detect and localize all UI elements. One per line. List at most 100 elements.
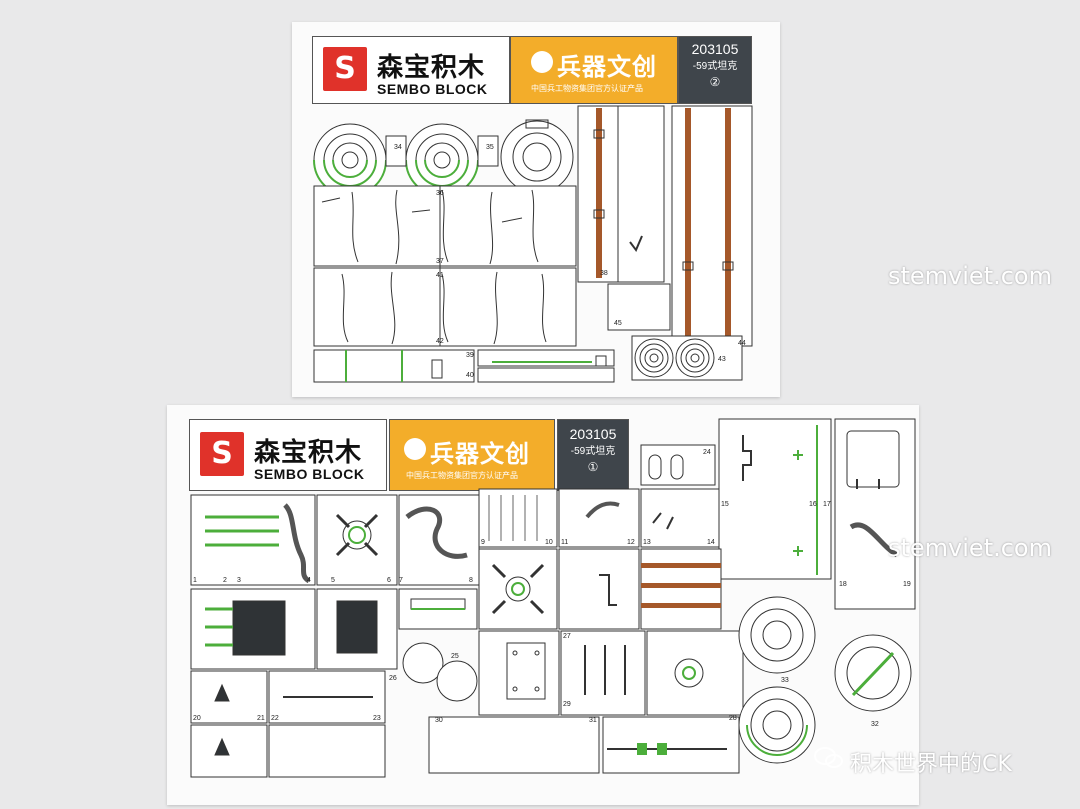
part-number-18: 18 bbox=[839, 581, 847, 588]
part-number-11: 11 bbox=[561, 539, 569, 546]
sheet-2-stickers bbox=[313, 105, 753, 383]
brand-logo-box: S 森宝积木 SEMBO BLOCK bbox=[312, 36, 510, 104]
set-model: -59式坦克 bbox=[570, 446, 616, 457]
part-number-6: 6 bbox=[387, 577, 391, 584]
sticker-hatch bbox=[500, 119, 574, 194]
sticker-33 bbox=[738, 596, 816, 764]
series-banner: 兵器文创 中国兵工物资集团官方认证产品 bbox=[510, 36, 678, 104]
part-number-37: 37 bbox=[436, 258, 444, 265]
brand-name-cn: 森宝积木 bbox=[254, 437, 363, 467]
part-number-8: 8 bbox=[469, 577, 473, 584]
watermark-site-top: stemviet.com bbox=[888, 262, 1052, 290]
part-number-20: 20 bbox=[193, 715, 201, 722]
part-number-31: 31 bbox=[589, 717, 597, 724]
sticker-43 bbox=[631, 335, 743, 381]
part-number-3: 3 bbox=[237, 577, 241, 584]
part-number-35: 35 bbox=[486, 144, 494, 151]
part-number-14: 14 bbox=[707, 539, 715, 546]
part-number-32: 32 bbox=[871, 721, 879, 728]
part-number-34: 34 bbox=[394, 144, 402, 151]
part-number-27: 27 bbox=[563, 633, 571, 640]
watermark-credit: 积木世界中的CK bbox=[850, 752, 1012, 777]
sembo-logo-icon: S bbox=[200, 432, 244, 476]
series-banner: 兵器文创 中国兵工物资集团官方认证产品 bbox=[389, 419, 555, 491]
sticker-11-12 bbox=[558, 488, 640, 548]
wechat-icon bbox=[814, 747, 843, 768]
sheet-number: ① bbox=[587, 460, 599, 474]
sticker-sheet-1: S 森宝积木 SEMBO BLOCK 兵器文创 中国兵工物资集团官方认证产品 2… bbox=[167, 405, 919, 805]
part-number-4: 4 bbox=[307, 577, 311, 584]
sticker-25 bbox=[398, 588, 478, 702]
part-number-2: 2 bbox=[223, 577, 227, 584]
sticker-26 bbox=[316, 588, 398, 670]
part-number-36: 36 bbox=[436, 190, 444, 197]
series-title: 兵器文创 bbox=[430, 441, 530, 468]
sticker-34 bbox=[313, 123, 387, 197]
sticker-9-10 bbox=[478, 488, 558, 548]
series-subtitle: 中国兵工物资集团官方认证产品 bbox=[406, 471, 518, 480]
brand-name-cn: 森宝积木 bbox=[377, 52, 486, 82]
set-code: 203105 bbox=[569, 426, 617, 442]
part-number-30: 30 bbox=[435, 717, 443, 724]
part-number-5: 5 bbox=[331, 577, 335, 584]
sticker-38 bbox=[577, 105, 665, 283]
sticker-1-4 bbox=[190, 494, 316, 586]
part-number-9: 9 bbox=[481, 539, 485, 546]
set-model: -59式坦克 bbox=[692, 61, 738, 72]
sticker-41 bbox=[313, 267, 577, 347]
part-number-43: 43 bbox=[718, 356, 726, 363]
part-number-1: 1 bbox=[193, 577, 197, 584]
sticker-30-31 bbox=[428, 716, 740, 774]
set-code-box: 203105 -59式坦克 ② bbox=[678, 36, 752, 104]
part-number-25: 25 bbox=[451, 653, 459, 660]
part-number-44: 44 bbox=[738, 340, 746, 347]
sticker-5-6 bbox=[316, 494, 398, 586]
sticker-36 bbox=[313, 185, 577, 267]
part-number-42: 42 bbox=[436, 338, 444, 345]
part-number-28: 28 bbox=[729, 715, 737, 722]
sheet-number: ② bbox=[709, 75, 721, 89]
part-number-22: 22 bbox=[271, 715, 279, 722]
watermark-site-bottom: stemviet.com bbox=[888, 534, 1052, 562]
sheet-1-stickers bbox=[190, 418, 916, 778]
part-number-17: 17 bbox=[823, 501, 831, 508]
sticker-45 bbox=[607, 283, 671, 331]
part-number-13: 13 bbox=[643, 539, 651, 546]
brand-logo-box: S 森宝积木 SEMBO BLOCK bbox=[189, 419, 387, 491]
part-number-15: 15 bbox=[721, 501, 729, 508]
part-number-19: 19 bbox=[903, 581, 911, 588]
sticker-20-22 bbox=[190, 588, 316, 670]
sticker-strap-row bbox=[640, 548, 722, 630]
part-number-23: 23 bbox=[373, 715, 381, 722]
part-number-7: 7 bbox=[399, 577, 403, 584]
part-number-21: 21 bbox=[257, 715, 265, 722]
sticker-sheet-2: S 森宝积木 SEMBO BLOCK 兵器文创 中国兵工物资集团官方认证产品 2… bbox=[292, 22, 780, 397]
part-number-39: 39 bbox=[466, 352, 474, 359]
sticker-10-center bbox=[558, 548, 640, 630]
sticker-28-29 bbox=[560, 630, 744, 716]
part-number-26: 26 bbox=[389, 675, 397, 682]
part-number-33: 33 bbox=[781, 677, 789, 684]
sticker-20-21 bbox=[190, 670, 268, 778]
sticker-13-14 bbox=[640, 488, 720, 548]
sticker-27 bbox=[478, 630, 560, 716]
part-number-41: 41 bbox=[436, 272, 444, 279]
sticker-7-8 bbox=[398, 494, 480, 586]
series-title: 兵器文创 bbox=[557, 54, 657, 81]
series-emblem-icon bbox=[404, 438, 426, 460]
set-code: 203105 bbox=[691, 41, 739, 57]
part-number-45: 45 bbox=[614, 320, 622, 327]
part-number-29: 29 bbox=[563, 701, 571, 708]
part-number-38: 38 bbox=[600, 270, 608, 277]
sticker-22-23 bbox=[268, 670, 386, 778]
sembo-logo-icon: S bbox=[323, 47, 367, 91]
brand-name-en: SEMBO BLOCK bbox=[377, 81, 488, 97]
part-number-16: 16 bbox=[809, 501, 817, 508]
part-number-10: 10 bbox=[545, 539, 553, 546]
series-emblem-icon bbox=[531, 51, 553, 73]
sticker-24-top bbox=[640, 444, 716, 486]
part-number-40: 40 bbox=[466, 372, 474, 379]
sticker-15-17 bbox=[718, 418, 832, 580]
sticker-32 bbox=[834, 634, 912, 712]
series-subtitle: 中国兵工物资集团官方认证产品 bbox=[531, 84, 643, 93]
